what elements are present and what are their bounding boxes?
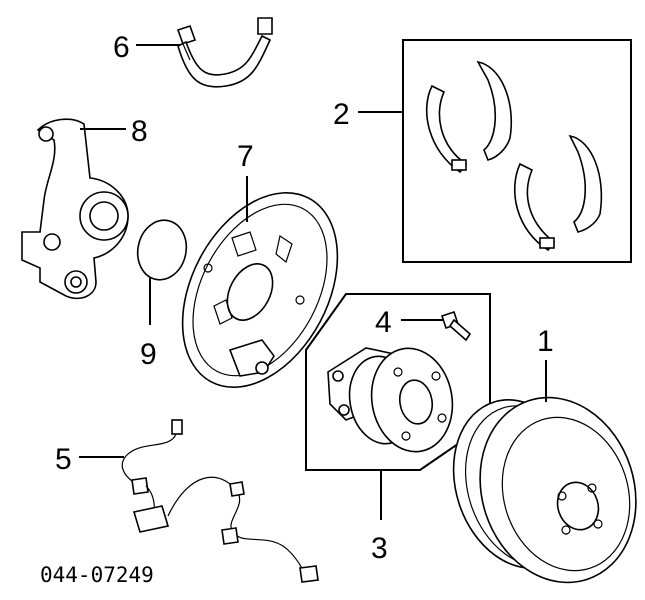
part-3-hub-bearing [327, 347, 454, 453]
callout-2: 2 [333, 98, 350, 131]
callout-7: 7 [237, 140, 254, 173]
part-8-knuckle [21, 118, 129, 300]
part-4-bolt [440, 310, 472, 342]
part-6-brake-hose [176, 17, 273, 88]
part-2-frame [402, 39, 632, 263]
part-2-brake-shoes [425, 60, 603, 252]
callout-6: 6 [113, 31, 130, 64]
callout-9: 9 [140, 338, 157, 371]
callout-4: 4 [375, 306, 392, 339]
part-7-backing-plate [181, 191, 339, 389]
callout-8: 8 [131, 115, 148, 148]
callout-1: 1 [537, 325, 554, 358]
diagram-code: 044-07249 [40, 563, 154, 587]
part-9-gasket [136, 219, 188, 281]
part-1-brake-drum [452, 396, 637, 584]
callout-5: 5 [55, 443, 72, 476]
part-5-speed-sensor [121, 419, 319, 583]
callout-3: 3 [371, 532, 388, 565]
part-3-frame [305, 293, 491, 471]
